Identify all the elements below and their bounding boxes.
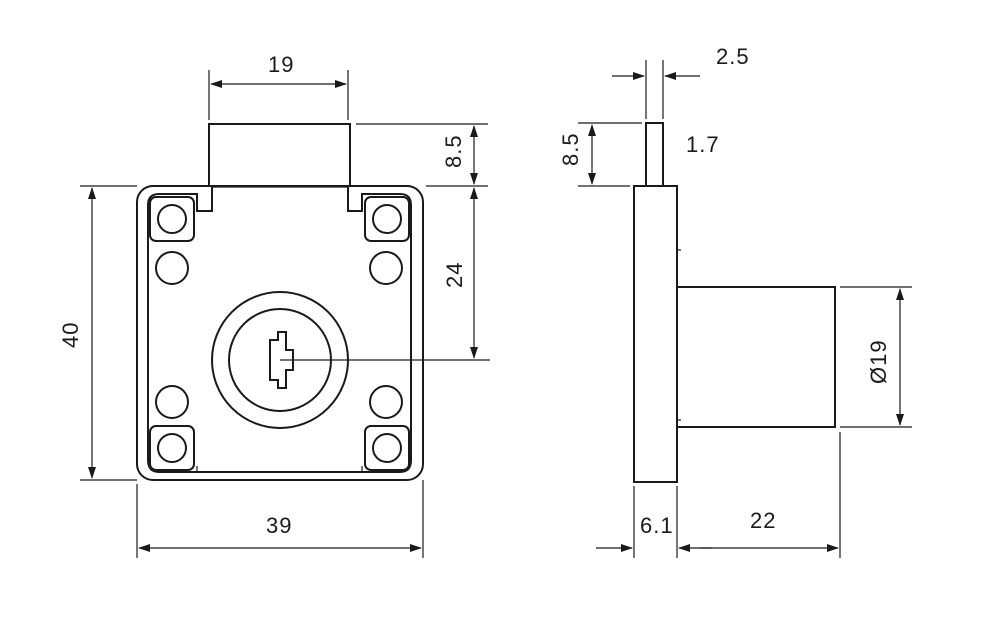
dim-height-top-label: 8.5 <box>441 134 466 168</box>
dim-cylinder-diameter: Ø19 <box>840 286 912 428</box>
mount-hole-lower-right <box>369 385 403 419</box>
side-plate <box>633 185 678 483</box>
dim-plate-thickness: 6.1 <box>596 486 712 558</box>
dim-width-bottom-label: 39 <box>266 513 292 538</box>
dim-bolt-width: 2.5 <box>612 44 750 119</box>
dim-plate-thickness-label: 6.1 <box>640 513 674 538</box>
dim-bolt-height-label: 8.5 <box>558 132 583 166</box>
mount-hole-upper-right <box>369 251 403 285</box>
bolt-housing <box>208 123 351 187</box>
dim-width-top-label: 19 <box>268 52 294 77</box>
corner-recess-top-right <box>364 196 410 242</box>
dim-height-side: 24 <box>280 187 490 361</box>
front-plate-outline <box>136 185 424 481</box>
corner-recess-bottom-left <box>149 425 195 471</box>
dim-height-side-label: 24 <box>442 262 467 288</box>
dim-width-top: 19 <box>208 52 349 120</box>
mount-hole-lower-left <box>155 385 189 419</box>
dim-bolt-thickness-label: 1.7 <box>686 132 720 157</box>
dim-cylinder-diameter-label: Ø19 <box>866 339 891 384</box>
side-cylinder <box>676 286 836 428</box>
dim-height-top: 8.5 <box>356 123 488 187</box>
front-view: 19 8.5 24 40 39 <box>58 52 490 558</box>
dim-width-bottom: 39 <box>136 480 424 558</box>
front-plate-inner-contour <box>147 187 412 473</box>
side-view: 2.5 8.5 1.7 Ø19 6.1 <box>558 44 912 558</box>
side-bolt <box>645 122 664 187</box>
corner-recess-top-left <box>149 196 195 242</box>
dim-bolt-width-label: 2.5 <box>716 44 750 69</box>
dim-height-total: 40 <box>58 185 137 481</box>
dim-cylinder-length: 22 <box>700 432 841 558</box>
corner-recess-bottom-right <box>364 425 410 471</box>
dim-height-total-label: 40 <box>58 322 83 348</box>
dim-bolt-height: 8.5 <box>558 122 642 187</box>
mount-hole-upper-left <box>155 251 189 285</box>
keyway <box>269 331 294 389</box>
dim-cylinder-length-label: 22 <box>750 508 776 533</box>
